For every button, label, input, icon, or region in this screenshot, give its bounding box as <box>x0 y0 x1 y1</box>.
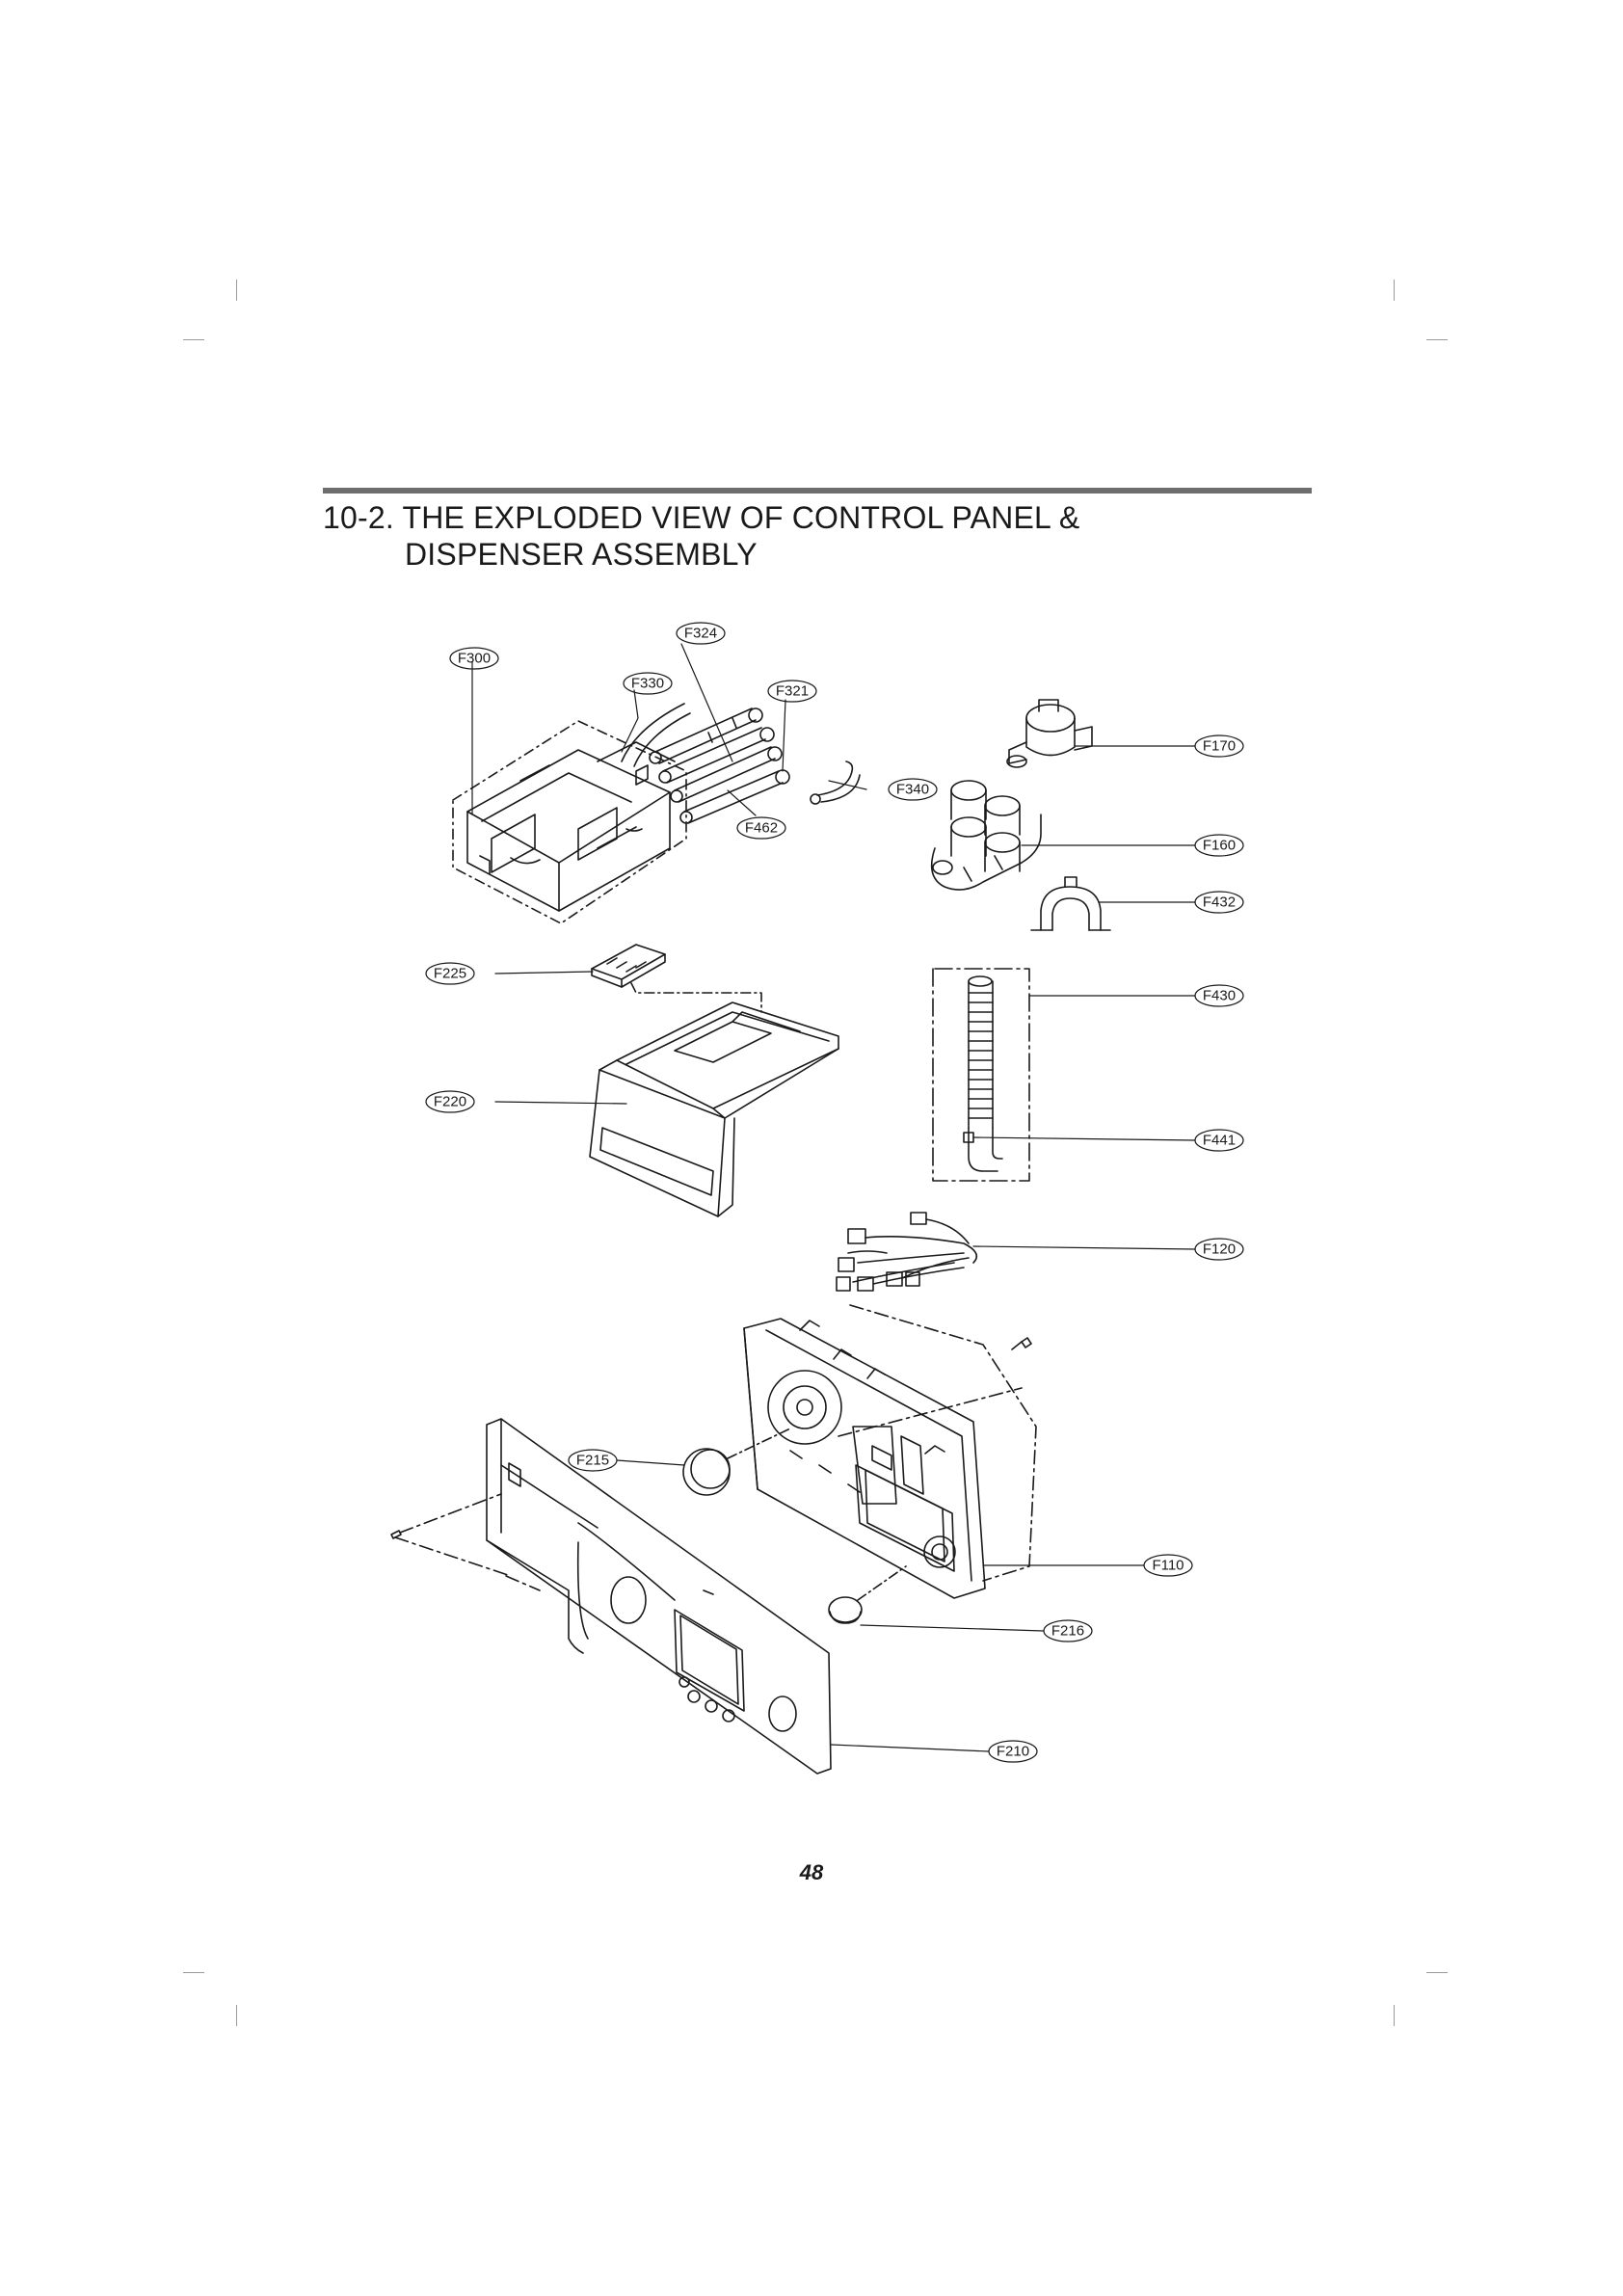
detergent-cap-drawing <box>591 944 762 1013</box>
callout-bubble-f432 <box>1194 891 1244 914</box>
callout-label-f210: F210 <box>997 1744 1029 1760</box>
callout-label-f215: F215 <box>576 1453 609 1469</box>
callout-label-f170: F170 <box>1203 738 1236 755</box>
crop-mark <box>1394 2005 1395 2026</box>
page-title-line-2: DISPENSER ASSEMBLY <box>405 537 758 572</box>
wire-harness-drawing <box>836 1212 978 1292</box>
power-button-drawing <box>828 1565 907 1624</box>
single-valve-drawing <box>1006 699 1093 768</box>
callout-bubble-f216 <box>1043 1619 1093 1642</box>
crop-mark <box>236 2005 237 2026</box>
triple-valve-drawing <box>930 780 1042 891</box>
callout-bubble-f300 <box>449 647 499 670</box>
callout-bubble-f120 <box>1194 1238 1244 1261</box>
page-title-line-1: 10-2. THE EXPLODED VIEW OF CONTROL PANEL… <box>323 500 1080 535</box>
callout-label-f225: F225 <box>434 966 466 982</box>
callout-label-f321: F321 <box>776 683 809 700</box>
callout-bubble-f220 <box>425 1090 475 1113</box>
control-panel-front-drawing <box>390 1418 832 1775</box>
callout-label-f441: F441 <box>1203 1133 1236 1149</box>
callout-label-f110: F110 <box>1152 1558 1184 1574</box>
page-title: 10-2. THE EXPLODED VIEW OF CONTROL PANEL… <box>323 499 1316 573</box>
callout-label-f330: F330 <box>631 676 664 692</box>
callout-label-f300: F300 <box>458 651 491 667</box>
hose-bracket-drawing <box>1030 876 1111 931</box>
callout-label-f340: F340 <box>896 782 929 798</box>
heading-rule <box>323 488 1312 494</box>
hose-clamp-drawing <box>810 761 861 805</box>
crop-mark <box>183 1972 204 1973</box>
callout-bubble-f215 <box>568 1449 618 1472</box>
crop-mark <box>1426 1972 1448 1973</box>
callout-bubble-f430 <box>1194 984 1244 1007</box>
drawer-drawing <box>589 1001 839 1217</box>
crop-mark <box>236 280 237 301</box>
callout-label-f220: F220 <box>434 1094 466 1110</box>
callout-label-f160: F160 <box>1203 838 1236 854</box>
callout-labels: F324 F300 F330 F321 F170 F340 F462 F160 … <box>434 626 1236 1760</box>
callout-label-f324: F324 <box>684 626 717 642</box>
program-knob-drawing <box>682 1428 791 1496</box>
callout-bubble-f441 <box>1194 1129 1244 1152</box>
callout-label-f120: F120 <box>1203 1241 1236 1258</box>
callout-bubble-f160 <box>1194 834 1244 857</box>
callout-bubble-f321 <box>767 680 817 703</box>
callout-bubble-f462 <box>736 816 786 840</box>
callout-bubble-f340 <box>888 778 938 801</box>
dispenser-hoses-drawing <box>621 703 790 824</box>
crop-mark <box>1426 339 1448 340</box>
callout-label-f430: F430 <box>1203 988 1236 1004</box>
callout-bubble-f330 <box>623 672 673 695</box>
dispenser-housing-drawing <box>452 720 687 924</box>
callout-label-f432: F432 <box>1203 894 1236 911</box>
page-number: 48 <box>799 1860 824 1884</box>
callout-label-f216: F216 <box>1051 1623 1084 1640</box>
callout-bubble-f170 <box>1194 734 1244 758</box>
callout-bubble-f110 <box>1143 1554 1193 1577</box>
drain-hose-drawing <box>932 968 1030 1182</box>
callout-bubbles <box>425 622 1244 1763</box>
pcb-assembly-drawing <box>743 1304 1037 1599</box>
crop-mark <box>1394 280 1395 301</box>
crop-mark <box>183 339 204 340</box>
leader-lines <box>471 643 1196 1752</box>
callout-label-f462: F462 <box>745 820 778 837</box>
callout-bubble-f225 <box>425 962 475 985</box>
callout-bubble-f324 <box>676 622 726 645</box>
callout-bubble-f210 <box>988 1740 1038 1763</box>
